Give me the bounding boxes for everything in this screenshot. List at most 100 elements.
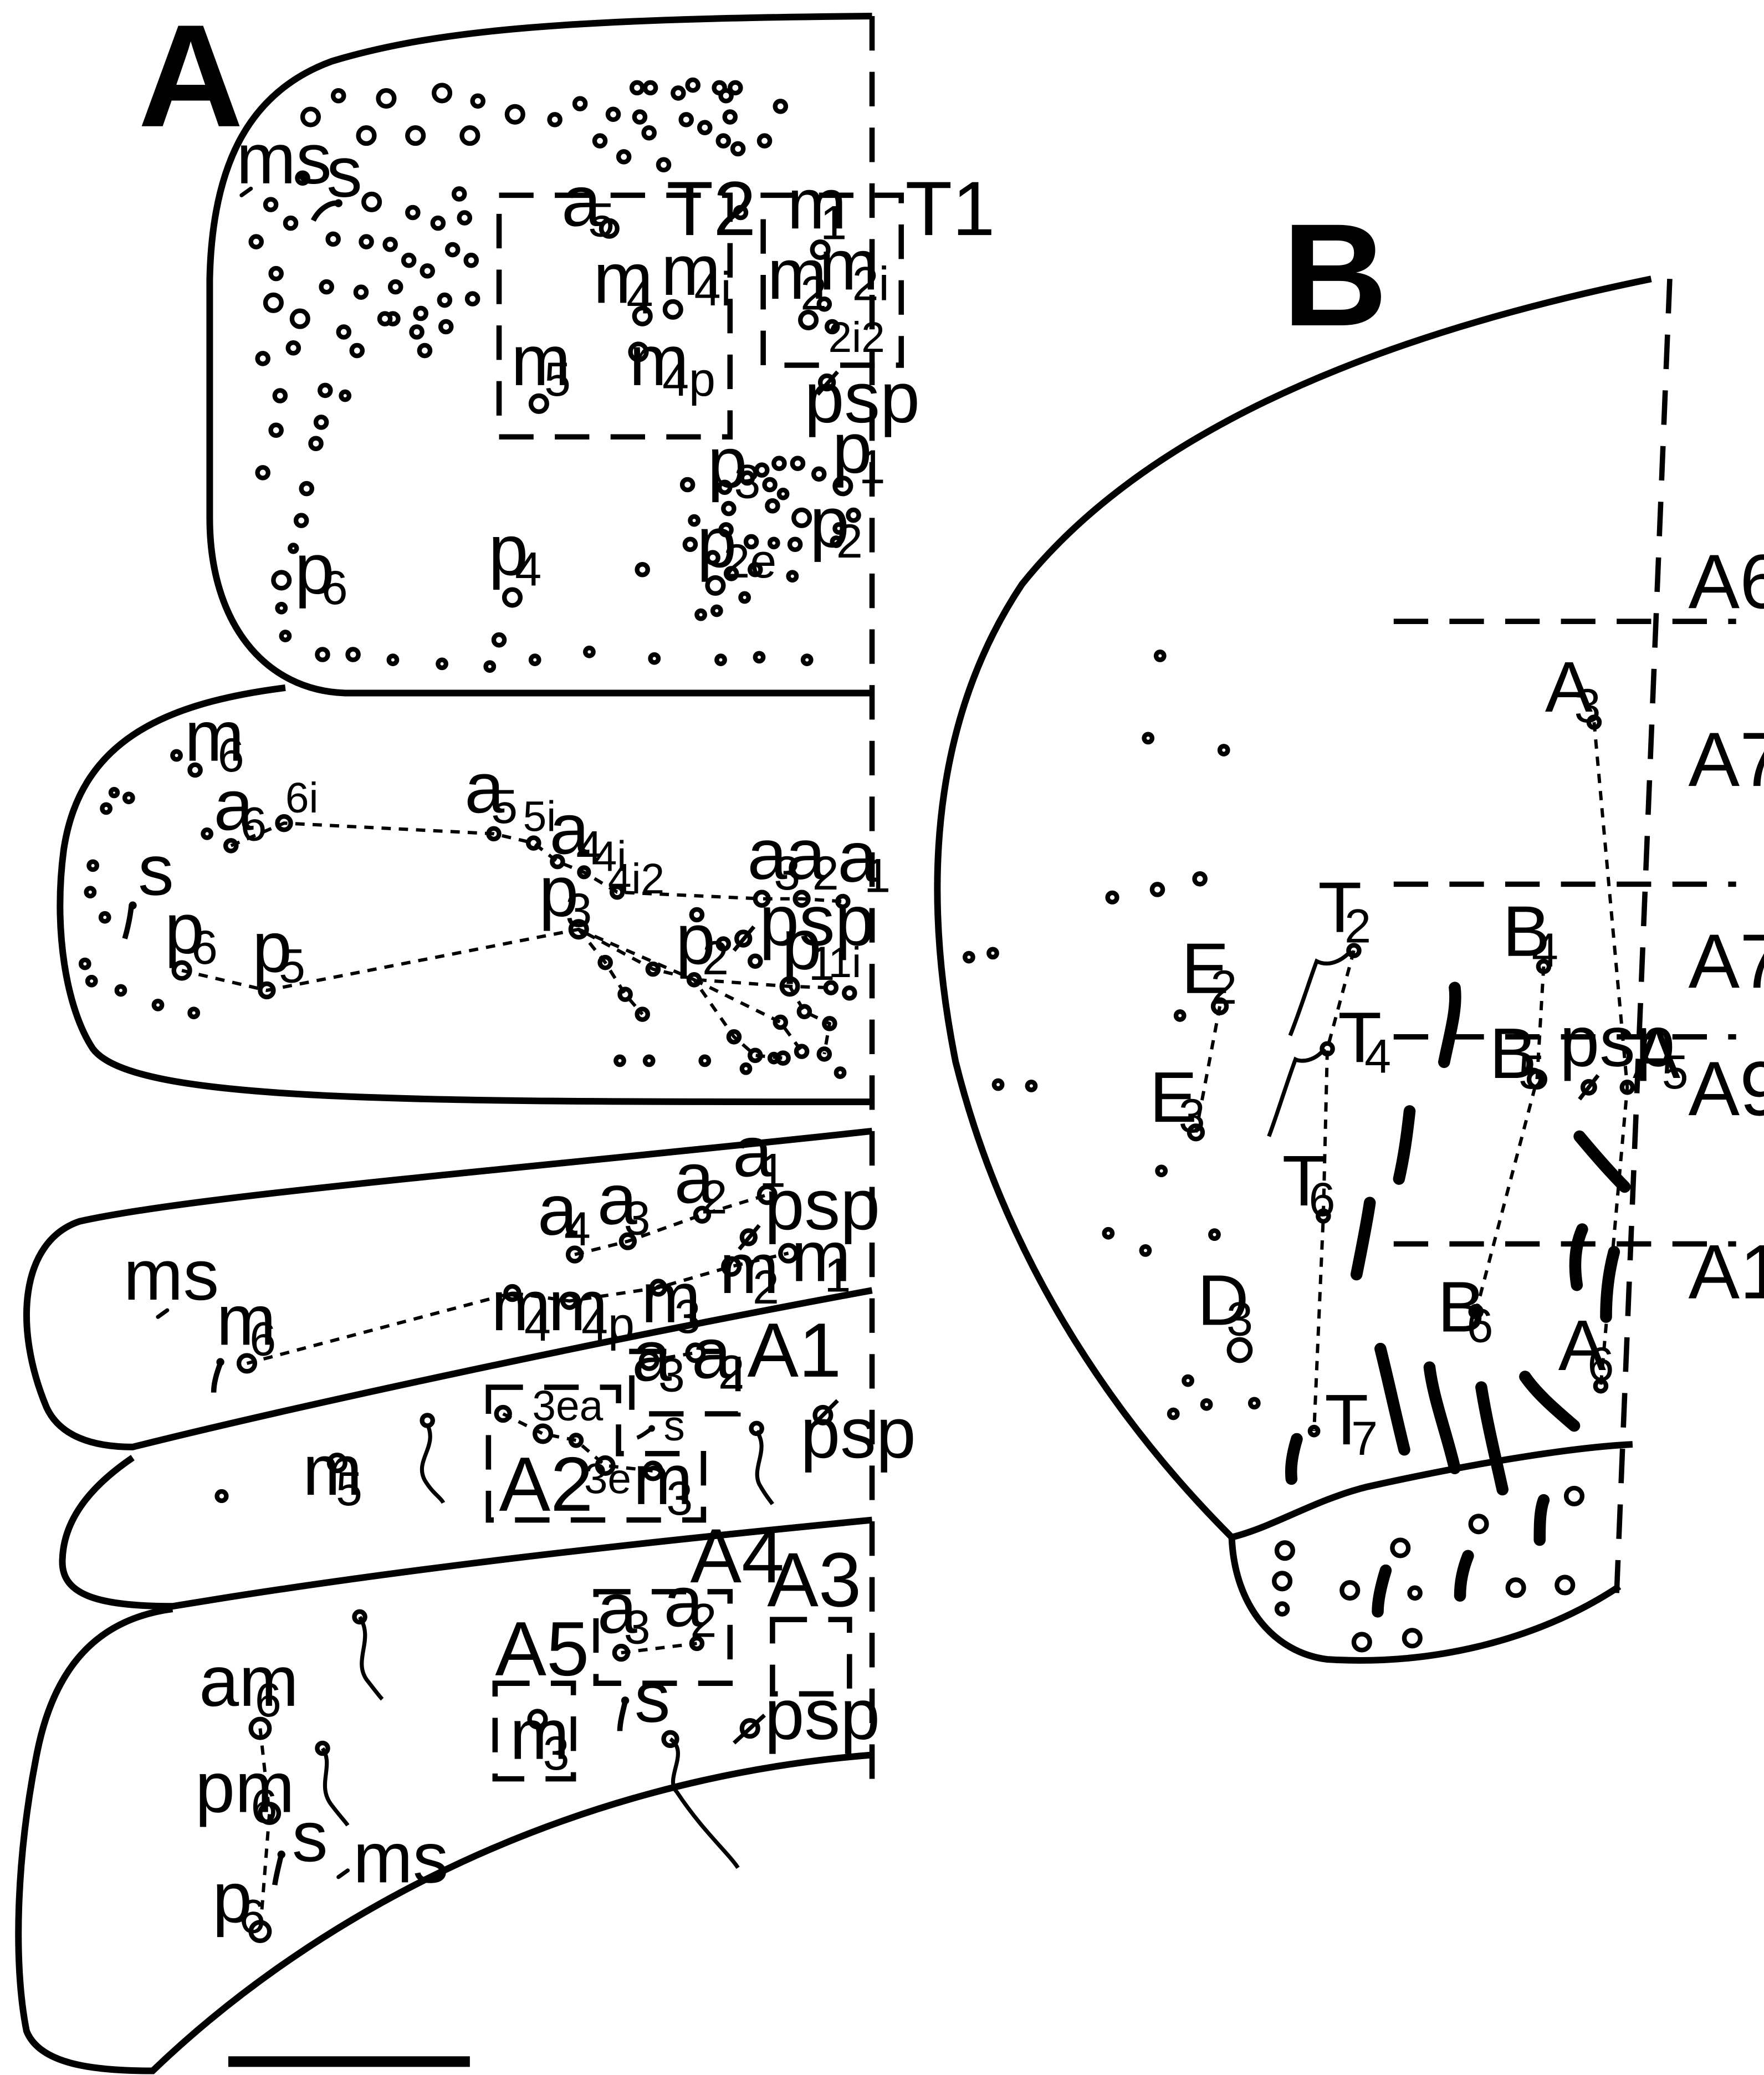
label-th-m4: m [594, 238, 653, 318]
zone-label-b-a7-top: A7 [1688, 717, 1764, 803]
label-b-t2: T [1318, 868, 1362, 948]
label-ab1-m6: m [216, 1280, 276, 1360]
thorax-1-seta-socket [299, 481, 315, 497]
zone-box-t2 [496, 192, 733, 440]
thorax-1-seta-socket [268, 422, 284, 438]
thorax-1-seta-socket [635, 561, 650, 577]
label-b-b5-sub: 5 [1518, 1046, 1545, 1099]
thorax-1-seta-socket [457, 210, 473, 226]
label-t2-a6: a [214, 765, 254, 845]
thorax-1-seta-socket [463, 252, 479, 268]
label-th-m5: m [511, 321, 571, 401]
thorax-1-seta-socket [437, 292, 453, 308]
label-ab1-m4p: m [548, 1266, 608, 1346]
label-b-t6: T [1282, 1141, 1326, 1221]
label-b-e3-sub: 3 [1179, 1090, 1205, 1143]
abdomen-2-seta-socket [420, 1413, 435, 1428]
thorax-1-seta-socket [743, 534, 759, 550]
label-b-b6: B [1438, 1268, 1485, 1347]
label-ab1-m2: m [719, 1229, 779, 1309]
label-ab3-m3: m [510, 1695, 570, 1775]
thorax-1-seta-socket [730, 141, 746, 157]
thorax-1-seta-socket [632, 109, 648, 125]
thorax-2-seta-socket [613, 1054, 626, 1067]
label-b-b4-sub: 4 [1532, 924, 1558, 977]
head-seta-socket [1155, 1164, 1168, 1178]
head-outline [934, 275, 1652, 1541]
label-b-d3: D [1197, 1261, 1249, 1341]
label-th-p4: p [488, 510, 528, 590]
abdomen-3-outline [15, 1606, 873, 2074]
label-t2-p5-sub: 5 [279, 940, 305, 993]
thorax-1-seta-socket [705, 550, 720, 565]
thorax-1-seta-socket [547, 112, 563, 127]
thorax-2-seta-socket [642, 1054, 656, 1067]
thorax-1-seta-socket [336, 324, 352, 340]
label-t2-4i2: 4i2 [608, 856, 664, 903]
abdomen-1-outline [23, 1127, 873, 1450]
abdomen-1-psp [738, 1224, 761, 1251]
head-seta-socket [1402, 1628, 1423, 1649]
label-th-p2e: p [697, 503, 737, 582]
label-ab1-m6-sub: 6 [249, 1313, 276, 1366]
thorax-1-seta-socket [824, 319, 840, 335]
head-seta-socket [1208, 1228, 1221, 1241]
head-seta-socket [962, 950, 975, 964]
thorax-1-seta-socket [268, 265, 284, 282]
label-th-m2: m [767, 234, 827, 314]
thorax-1-seta-socket [628, 341, 649, 362]
thorax-1-seta-socket [748, 561, 763, 577]
thorax-1-seta-socket [409, 324, 425, 340]
zone-box-a3 [770, 1617, 852, 1697]
head-macrosetae [1285, 982, 1631, 1618]
abdomen-3-dotted-rows [258, 1642, 697, 1932]
thorax-1-seta-socket [616, 149, 632, 165]
thorax-1-setae-sockets [248, 77, 861, 673]
label-ab3-a3: a [597, 1568, 637, 1648]
thorax-1-seta-socket [430, 215, 446, 231]
head-seta-socket [1274, 1601, 1290, 1617]
thorax-1-seta-socket [293, 513, 309, 528]
thorax-1-seta-socket [451, 186, 467, 202]
label-ab1-m3: m [641, 1258, 701, 1338]
label-b-t7-sub: 7 [1351, 1412, 1378, 1465]
head-seta-socket [986, 947, 999, 960]
label-b-t4: T [1338, 998, 1382, 1077]
label-th-a5: a [561, 161, 601, 241]
thorax-1-seta-socket [413, 305, 428, 321]
thorax-1-seta-socket [572, 96, 588, 111]
thorax-1-seta-socket [356, 125, 377, 146]
head-seta-socket [1142, 732, 1155, 745]
abdomen-2-outline [59, 1455, 873, 1610]
thorax-1-seta-socket [438, 319, 454, 335]
thorax-1-seta-socket [832, 476, 853, 497]
thorax-1-seta-socket [816, 296, 832, 312]
thorax-1-seta-socket [718, 88, 734, 104]
abdomen-2-seta-socket [326, 1453, 347, 1474]
label-t2-a3-sub: 3 [774, 847, 800, 900]
zone-label-a5: A5 [495, 1606, 589, 1692]
thorax-1-seta-socket [592, 133, 608, 149]
label-t2-p1: p [782, 905, 822, 985]
thorax-1-seta-socket [798, 309, 819, 331]
head-seta-socket [1563, 1485, 1585, 1507]
head-seta-socket [1555, 1575, 1576, 1596]
label-ab3-p6: p [212, 1858, 252, 1938]
label-b-a5-sub: 5 [1662, 1046, 1689, 1099]
label-ab1-a4: a [538, 1171, 577, 1250]
label-ab1-a1-sub: 1 [759, 1144, 786, 1197]
abdomen-2-seta-socket [214, 1489, 229, 1504]
head-t4-sensillum [1267, 1047, 1327, 1137]
label-b-a6: A [1558, 1306, 1607, 1386]
thorax-2-seta-socket [98, 911, 111, 924]
thorax-1-ms-microseta [239, 186, 253, 197]
thorax-1-seta-socket [528, 393, 549, 414]
label-ab1-a3: a [597, 1160, 637, 1240]
label-th-m2-sub: 2 [800, 267, 827, 320]
label-ab3-m3-sub: 3 [543, 1727, 570, 1780]
head-seta-socket [1149, 882, 1165, 897]
label-th-2i2: 2i2 [829, 314, 885, 361]
thorax-2-seta-socket [816, 1046, 832, 1062]
thorax-1-seta-socket [671, 85, 686, 101]
